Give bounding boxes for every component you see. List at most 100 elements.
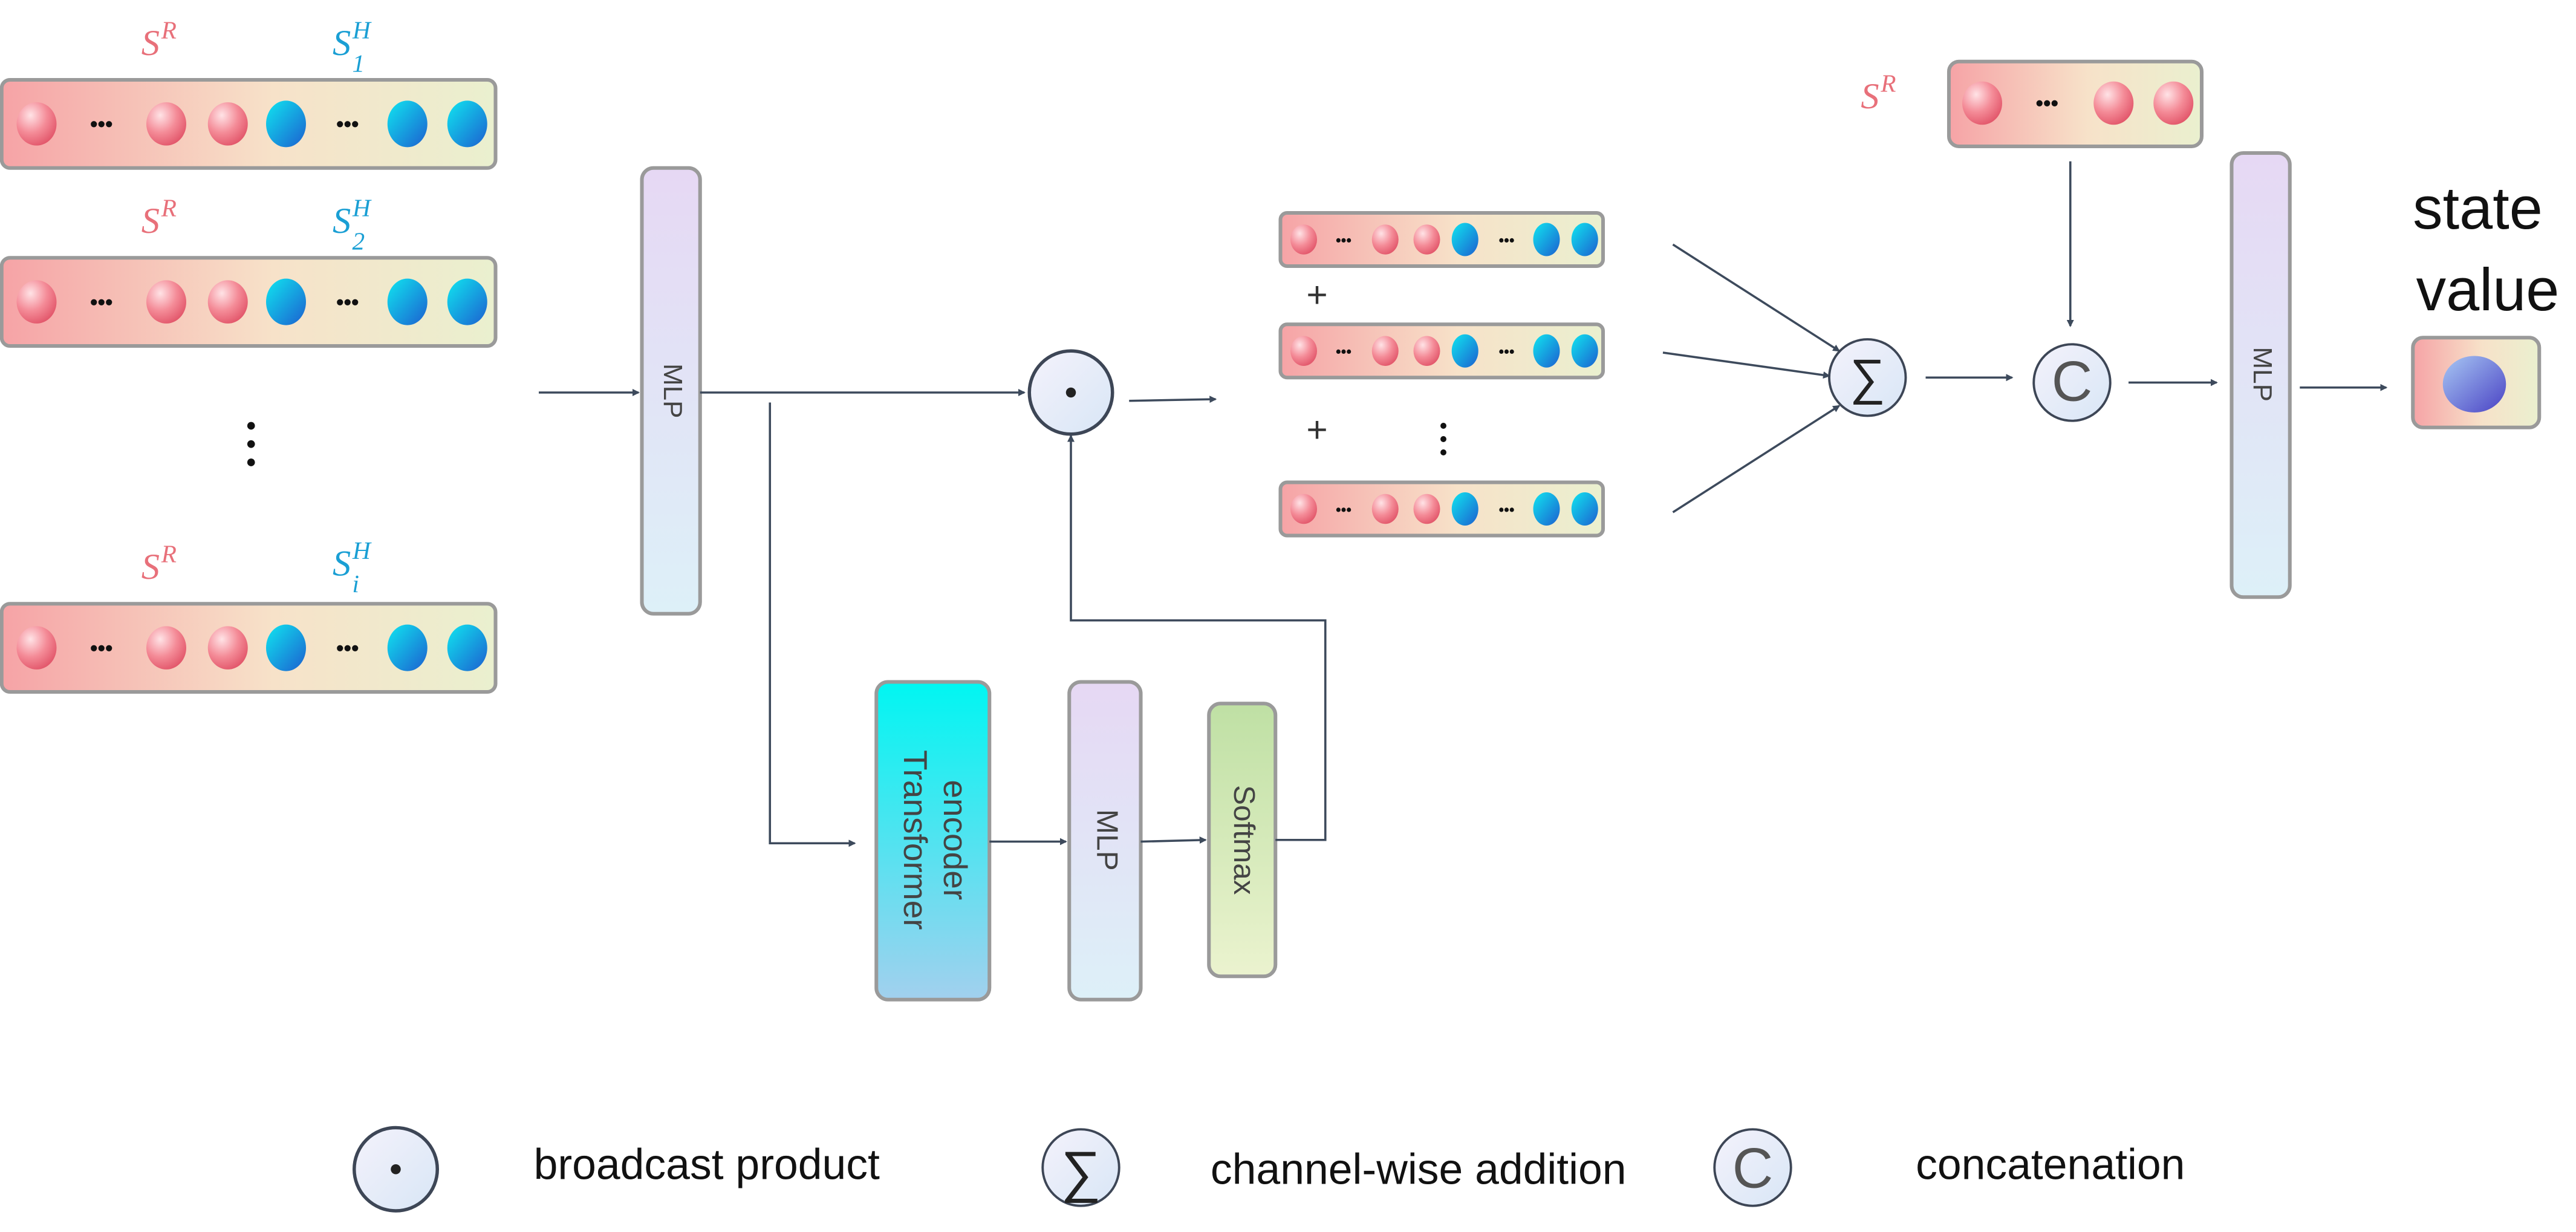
robot-ellipsis: •••: [1336, 502, 1351, 518]
robot-state-label-top: SR: [1861, 69, 1896, 117]
softmax-label-text: Softmax: [1228, 785, 1261, 895]
robot-feature-ball: [2093, 81, 2134, 125]
weighted-feature-strip-2: [1278, 322, 1605, 380]
robot-feature-ball: [207, 102, 248, 146]
human-feature-ball: [266, 100, 306, 148]
mlp-main-label-text: MLP: [658, 363, 688, 418]
vertical-ellipsis-dot: [1440, 449, 1446, 455]
human-feature-ball: [1571, 223, 1598, 256]
human-ellipsis: •••: [1499, 232, 1515, 249]
mlp-main-block: [640, 166, 702, 616]
human-ellipsis: •••: [1499, 502, 1515, 518]
robot-feature-ball: [1962, 81, 2002, 125]
mlp-main-label: MLP: [658, 363, 688, 418]
robot-feature-ball: [1290, 336, 1317, 366]
legend-concat-label: concatenation: [1916, 1140, 2185, 1188]
robot-feature-ball: [1371, 494, 1399, 524]
legend-broadcast-dot: [391, 1164, 401, 1175]
arrow-softmax-to-broadcast: [1067, 434, 1327, 841]
mlp-final-block: [2230, 151, 2292, 599]
human-feature-ball: [447, 100, 487, 148]
human-feature-ball: [1533, 334, 1560, 368]
mlp-attention-label: MLP: [1090, 809, 1124, 871]
robot-feature-ball: [207, 626, 248, 670]
human-feature-ball: [447, 278, 487, 325]
vertical-ellipsis-dot: [247, 458, 255, 466]
broadcast-dot: [1065, 387, 1076, 398]
human-ellipsis: •••: [336, 290, 359, 314]
human-feature-ball: [387, 278, 428, 325]
output-label-line-2: value: [2416, 256, 2560, 323]
human-feature-ball: [387, 624, 428, 671]
legend-broadcast-label: broadcast product: [534, 1140, 880, 1188]
input-state-strip-2: [0, 256, 498, 348]
channel-sum-operator: [1828, 338, 1907, 417]
human-ellipsis: •••: [336, 112, 359, 136]
robot-feature-ball: [1413, 224, 1440, 255]
robot-feature-ball: [1290, 494, 1317, 524]
robot-state-label-1: SR: [141, 16, 177, 64]
legend-sum-label: channel-wise addition: [1211, 1146, 1627, 1194]
human-feature-ball: [1533, 492, 1560, 526]
human-feature-ball: [447, 624, 487, 671]
legend-concat-icon: [1713, 1128, 1792, 1207]
human-ellipsis: •••: [1499, 344, 1515, 360]
concat-symbol: C: [2052, 350, 2093, 413]
human-feature-ball: [1533, 223, 1560, 256]
input-state-strip-3: [0, 602, 498, 694]
human-feature-ball: [266, 624, 306, 671]
robot-feature-ball: [1371, 336, 1399, 366]
robot-state-label-2: SR: [141, 194, 177, 242]
legend-concat-symbol: C: [1732, 1136, 1774, 1199]
robot-ellipsis: •••: [90, 290, 113, 314]
mlp-attention-label-text: MLP: [1090, 809, 1124, 871]
vertical-ellipsis-dot: [247, 440, 255, 448]
softmax-label: Softmax: [1228, 785, 1261, 895]
robot-ellipsis: •••: [90, 636, 113, 660]
robot-ellipsis: •••: [2035, 91, 2058, 116]
human-feature-ball: [1451, 223, 1478, 256]
sum-symbol: ∑: [1850, 350, 1885, 405]
robot-feature-ball: [16, 102, 57, 146]
state-value-ball: [2442, 356, 2506, 412]
weighted-feature-strip-3: [1278, 480, 1605, 538]
concat-operator: [2032, 343, 2112, 422]
vertical-ellipsis-dot: [1440, 423, 1446, 429]
arrow-to-transformer: [769, 402, 856, 847]
arrow-mlp-to-softmax: [1140, 836, 1207, 844]
human-ellipsis: •••: [336, 636, 359, 660]
vertical-ellipsis-dot: [247, 422, 255, 430]
human-feature-ball: [1451, 492, 1478, 526]
mlp-final-label: MLP: [2248, 347, 2277, 402]
robot-feature-ball: [207, 280, 248, 324]
legend-sum-symbol: ∑: [1061, 1139, 1101, 1203]
arrow-strip2-to-sum: [1662, 351, 1830, 379]
robot-feature-ball: [2153, 81, 2194, 125]
arrow-strip3-to-sum: [1672, 405, 1841, 513]
weighted-feature-strip-1: [1278, 210, 1605, 269]
human-feature-ball: [1571, 492, 1598, 526]
transformer-label-line-2: encoder: [937, 780, 974, 900]
robot-feature-ball: [146, 102, 186, 146]
robot-feature-ball: [146, 280, 186, 324]
output-label-line-1: state: [2413, 174, 2543, 241]
robot-feature-ball: [1413, 494, 1440, 524]
vertical-ellipsis-dot: [1440, 436, 1446, 442]
plus-sign-2: +: [1306, 409, 1327, 450]
robot-feature-ball: [16, 280, 57, 324]
robot-ellipsis: •••: [1336, 344, 1351, 360]
human-feature-ball: [1571, 334, 1598, 368]
arrow-broadcast-to-weighted: [1129, 396, 1217, 403]
robot-feature-ball: [1290, 224, 1317, 255]
legend-sum-icon: [1041, 1128, 1120, 1207]
arrow-strip1-to-sum: [1672, 243, 1841, 352]
robot-ellipsis: •••: [1336, 232, 1351, 249]
human-feature-ball: [266, 278, 306, 325]
input-state-strip-1: [0, 77, 498, 170]
transformer-label-line-1: Transformer: [897, 750, 934, 930]
